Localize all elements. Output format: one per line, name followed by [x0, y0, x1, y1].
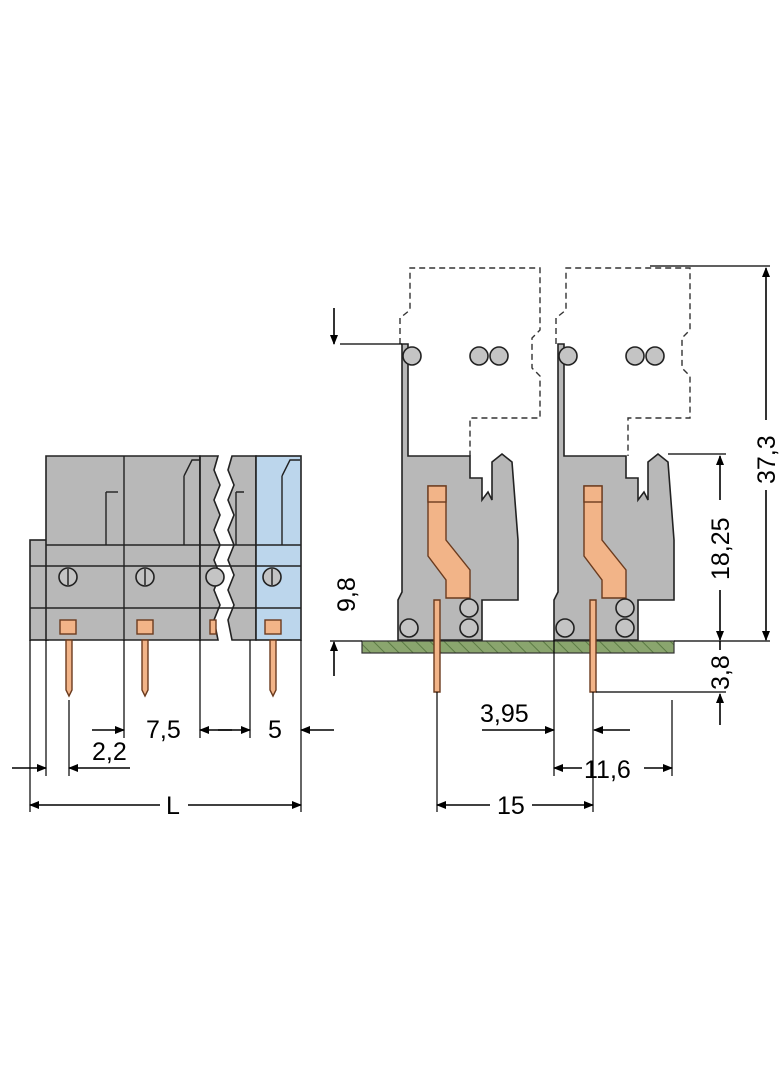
- connector-side-2: [553, 343, 675, 693]
- side-view: 37,3 18,25 9,8 3,8 3,95 11,6 15: [330, 265, 781, 820]
- dim-pin-spacing: 15: [497, 792, 525, 820]
- front-view: 7,5 5 2,2 L: [12, 455, 334, 820]
- dim-pitch-end: 5: [268, 716, 282, 744]
- housing-broken-left: [199, 455, 221, 641]
- dim-height-body: 18,25: [707, 517, 735, 580]
- housing-front: [45, 455, 201, 641]
- screw-hole: [58, 567, 282, 587]
- dim-height-release: 9,8: [333, 577, 361, 612]
- connector-side-1: [397, 343, 519, 693]
- dim-pitch: 7,5: [146, 716, 181, 744]
- pcb: [361, 640, 675, 654]
- dim-height-total: 37,3: [753, 435, 781, 484]
- marker-pole-blue: [255, 455, 302, 641]
- dim-offset: 2,2: [92, 738, 127, 766]
- mating-plug-outline: [399, 267, 541, 456]
- dim-pin-offset: 3,95: [480, 700, 529, 728]
- dim-body-depth: 11,6: [584, 756, 631, 784]
- solder-pin: [65, 639, 73, 698]
- dim-pin-length: 3,8: [707, 655, 735, 690]
- housing-broken-right: [227, 455, 257, 641]
- dim-length: L: [166, 792, 180, 820]
